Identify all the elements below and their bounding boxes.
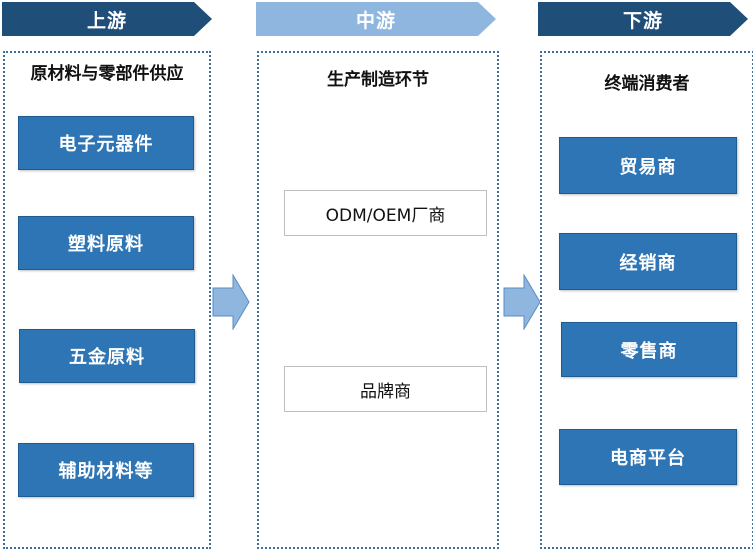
upstream-item: 辅助材料等 bbox=[18, 443, 194, 497]
midstream-title: 生产制造环节 bbox=[327, 70, 429, 90]
upstream-header: 上游 bbox=[2, 2, 212, 36]
midstream-header-label: 中游 bbox=[355, 9, 396, 32]
upstream-column: 原材料与零部件供应 电子元器件 塑料原料 五金原料 辅助材料等 bbox=[3, 51, 211, 549]
downstream-item: 贸易商 bbox=[559, 137, 737, 194]
midstream-header: 中游 bbox=[256, 2, 496, 36]
upstream-item: 塑料原料 bbox=[18, 216, 194, 270]
flow-arrow-icon bbox=[212, 274, 250, 330]
midstream-item: ODM/OEM厂商 bbox=[284, 190, 487, 236]
downstream-item: 零售商 bbox=[561, 322, 737, 377]
midstream-item: 品牌商 bbox=[284, 366, 487, 412]
upstream-item: 电子元器件 bbox=[18, 116, 194, 170]
downstream-item: 经销商 bbox=[559, 233, 737, 290]
flow-arrow-icon bbox=[503, 274, 541, 330]
downstream-header: 下游 bbox=[538, 2, 748, 36]
downstream-column: 终端消费者 贸易商 经销商 零售商 电商平台 bbox=[540, 51, 753, 549]
downstream-title: 终端消费者 bbox=[604, 74, 690, 94]
upstream-header-label: 上游 bbox=[86, 9, 127, 32]
upstream-item: 五金原料 bbox=[19, 329, 195, 383]
downstream-header-label: 下游 bbox=[622, 9, 663, 32]
downstream-item: 电商平台 bbox=[559, 429, 737, 485]
upstream-title: 原材料与零部件供应 bbox=[30, 64, 184, 84]
midstream-column: 生产制造环节 ODM/OEM厂商 品牌商 bbox=[257, 51, 499, 549]
